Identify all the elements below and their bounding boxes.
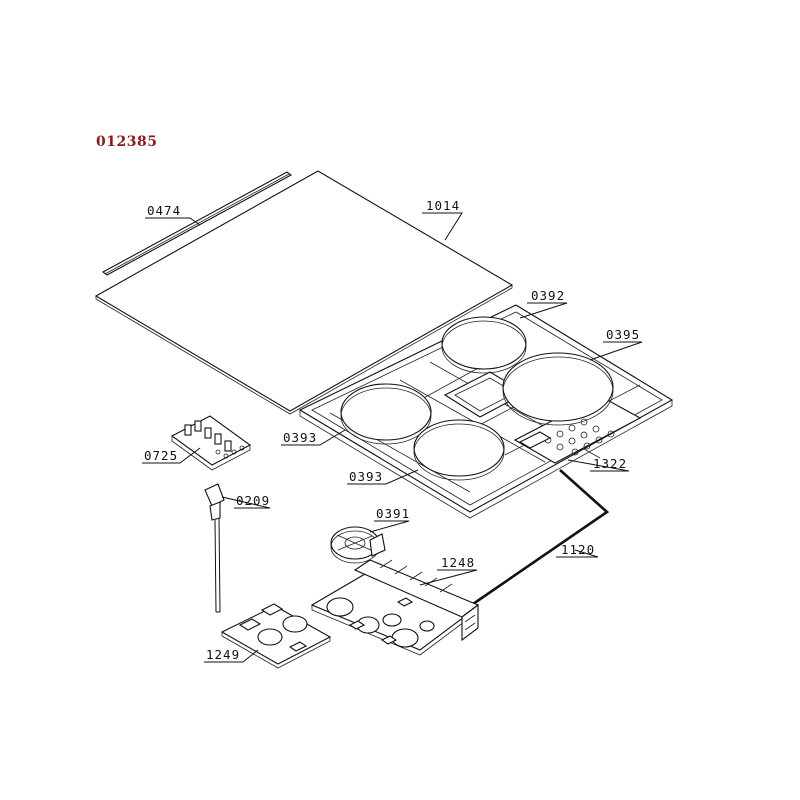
label-glass-trim: 0474 (147, 203, 181, 218)
label-zone-small: 0392 (531, 288, 565, 303)
induction-power-board[interactable] (310, 559, 480, 656)
cooking-zone-large-right[interactable] (502, 352, 614, 426)
label-ribbon-cable: 1120 (561, 542, 595, 557)
label-power-board: 1248 (441, 555, 475, 570)
cooking-zone-front[interactable] (413, 419, 505, 481)
cooking-zone-left[interactable] (340, 383, 432, 445)
leader-lines (142, 212, 643, 663)
label-power-cable: 0209 (236, 493, 270, 508)
part-labels: 0474 1014 0392 0395 0393 0393 1322 0725 … (144, 198, 640, 662)
label-terminal-block: 0725 (144, 448, 178, 463)
label-zone-front: 0393 (349, 469, 383, 484)
diagram-reference-code: 012385 (96, 134, 158, 150)
label-zone-left: 0393 (283, 430, 317, 445)
power-supply-cable[interactable] (204, 483, 225, 613)
label-zone-large: 0395 (606, 327, 640, 342)
filter-board[interactable] (220, 603, 332, 669)
glass-top-plate[interactable] (94, 170, 514, 415)
label-glass-top: 1014 (426, 198, 460, 213)
terminal-block[interactable] (170, 415, 252, 471)
ribbon-cable[interactable] (472, 469, 610, 606)
cooling-fan[interactable] (330, 526, 386, 564)
cooking-zone-small-rear[interactable] (441, 316, 527, 374)
label-fan: 0391 (376, 506, 410, 521)
label-filter-board: 1249 (206, 647, 240, 662)
label-frame-bracket: 1322 (593, 456, 627, 471)
